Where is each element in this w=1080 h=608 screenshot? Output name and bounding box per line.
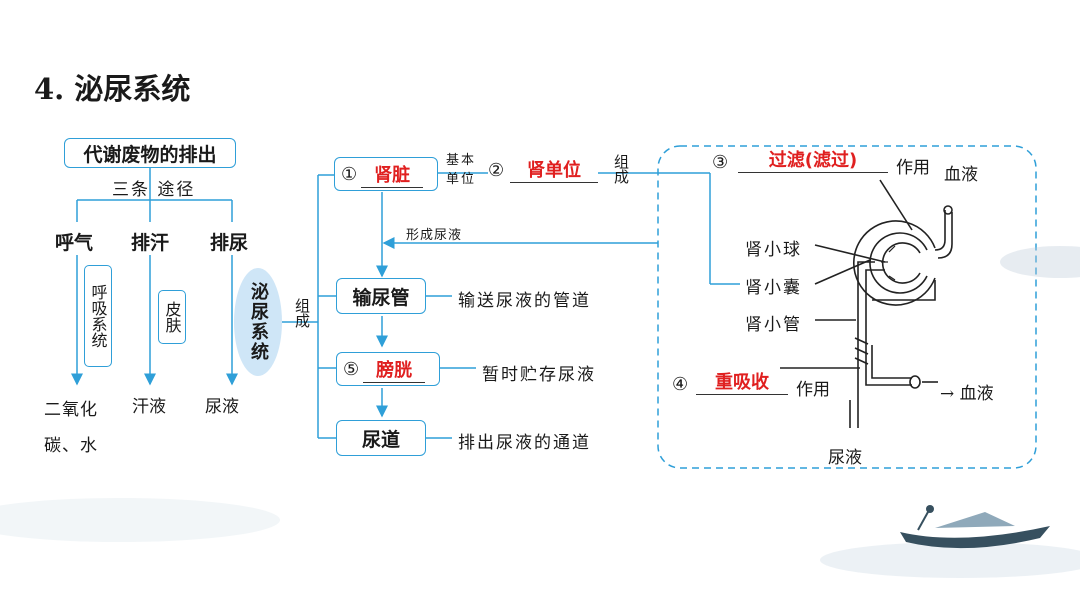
- tubule-label: 肾小管: [745, 315, 802, 335]
- left-zucheng-label: 组成: [293, 298, 311, 328]
- filter-zuoyong: 作用: [896, 158, 930, 178]
- bladder-description: 暂时贮存尿液: [482, 365, 596, 385]
- ureter-box: 输尿管: [336, 278, 426, 314]
- urinary-system-oval: 泌尿系统: [234, 268, 282, 376]
- way-urinate: 排尿: [210, 232, 249, 254]
- reabsorb-number: ④: [672, 374, 689, 395]
- respiratory-system-box: 呼吸系统: [84, 265, 112, 367]
- kidney-number: ①: [341, 163, 358, 185]
- kidney-box: ① 肾脏: [334, 157, 438, 191]
- page-title: 4. 泌尿系统: [34, 72, 191, 106]
- waste-excretion-header: 代谢废物的排出: [64, 138, 236, 168]
- filter-answer: 过滤(滤过): [768, 150, 858, 171]
- kidney-blank: 肾脏: [361, 161, 424, 188]
- bladder-number: ⑤: [343, 358, 360, 380]
- nephron-blank: 肾单位: [510, 156, 598, 183]
- bladder-blank: 膀胱: [363, 356, 426, 383]
- urethra-box: 尿道: [336, 420, 426, 456]
- nephron-number: ②: [488, 160, 505, 181]
- nephron-zucheng-label: 组成: [612, 154, 630, 184]
- ureter-description: 输送尿液的管道: [458, 291, 591, 311]
- way-exhale: 呼气: [55, 232, 94, 254]
- blood-right-label: → 血液: [940, 384, 994, 404]
- product-co2-water: 二氧化碳、水: [44, 400, 98, 456]
- product-sweat: 汗液: [132, 397, 166, 417]
- basic-unit-label: 基本单位: [446, 153, 477, 187]
- bladder-box: ⑤ 膀胱: [336, 352, 440, 386]
- skin-box: 皮肤: [158, 290, 186, 344]
- urethra-description: 排出尿液的通道: [458, 433, 591, 453]
- three-ways-label: 三条 途径: [112, 180, 196, 200]
- filter-number: ③: [712, 152, 729, 173]
- capsule-label: 肾小囊: [745, 278, 802, 298]
- blood-top-label: 血液: [944, 165, 978, 185]
- glomerulus-label: 肾小球: [745, 240, 802, 260]
- bladder-answer: 膀胱: [376, 359, 413, 381]
- reabsorb-answer: 重吸收: [715, 372, 769, 393]
- product-urine: 尿液: [205, 397, 239, 417]
- reabsorb-zuoyong: 作用: [796, 380, 830, 400]
- urine-output-label: 尿液: [828, 448, 862, 468]
- way-sweat: 排汗: [131, 232, 170, 254]
- reabsorb-blank: 重吸收: [696, 368, 788, 395]
- nephron-answer: 肾单位: [527, 160, 581, 181]
- form-urine-label: 形成尿液: [406, 228, 463, 243]
- filter-blank: 过滤(滤过): [738, 146, 888, 173]
- kidney-answer: 肾脏: [374, 164, 411, 186]
